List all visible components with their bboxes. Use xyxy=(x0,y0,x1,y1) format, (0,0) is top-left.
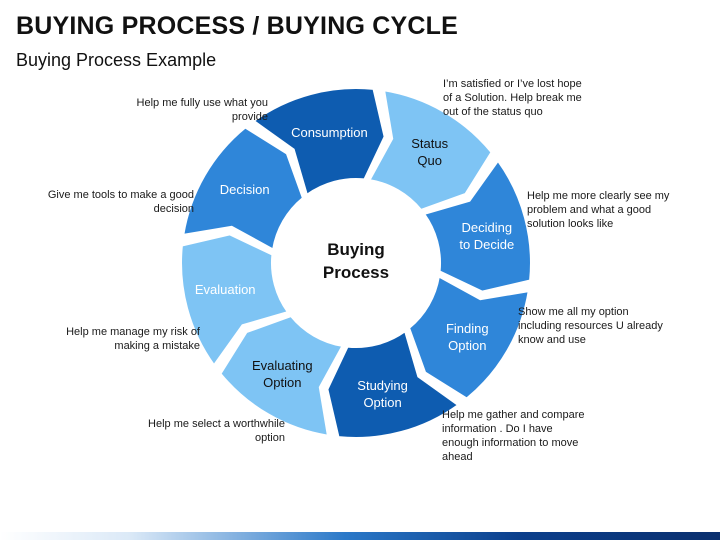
segment-label-line: Option xyxy=(363,394,402,410)
annotation-deciding-to-decide: Help me more clearly see my problem and … xyxy=(527,190,670,230)
segment-label-line: to Decide xyxy=(459,237,515,253)
annotation-evaluating-option: Help me select a worthwhile option xyxy=(148,418,285,444)
segment-label-line: Studying xyxy=(357,377,408,393)
annotation-finding-option: Show me all my option including resource… xyxy=(518,306,663,346)
segment-label-line: Evaluation xyxy=(194,282,256,298)
cycle-segments xyxy=(180,87,532,439)
segment-label-line: Decision xyxy=(219,181,270,197)
annotation-studying-option: Help me gather and compare information .… xyxy=(442,409,585,463)
center-label: Buying Process xyxy=(286,238,426,284)
center-circle xyxy=(272,179,440,347)
segment-label-line: Evaluating xyxy=(251,358,313,374)
page-subtitle: Buying Process Example xyxy=(16,50,217,70)
segment-label-evaluation: Evaluation xyxy=(170,281,280,298)
segment-label-line: Option xyxy=(448,337,487,353)
footer-bar xyxy=(0,532,720,540)
annotation-evaluation: Help me manage my risk of making a mista… xyxy=(66,326,200,352)
segment-label-line: Option xyxy=(263,375,302,391)
center-label-line-1: Buying xyxy=(327,240,385,259)
annotation-decision: Give me tools to make a good decision xyxy=(47,189,194,215)
center-label-line-2: Process xyxy=(322,263,390,282)
segment-label-line: Finding xyxy=(445,320,489,336)
annotation-status-quo: I’m satisfied or I’ve lost hope of a Sol… xyxy=(443,78,582,118)
page-title: BUYING PROCESS / BUYING CYCLE xyxy=(16,12,458,40)
segment-label-line: Deciding xyxy=(461,220,513,236)
segment-label-line: Quo xyxy=(417,152,442,168)
segment-label-decision: Decision xyxy=(190,181,300,198)
segment-label-line: Consumption xyxy=(291,124,368,140)
annotation-consumption: Help me fully use what you provide xyxy=(136,97,268,123)
segment-label-consumption: Consumption xyxy=(274,124,384,141)
segment-label-line: Status xyxy=(411,135,449,151)
